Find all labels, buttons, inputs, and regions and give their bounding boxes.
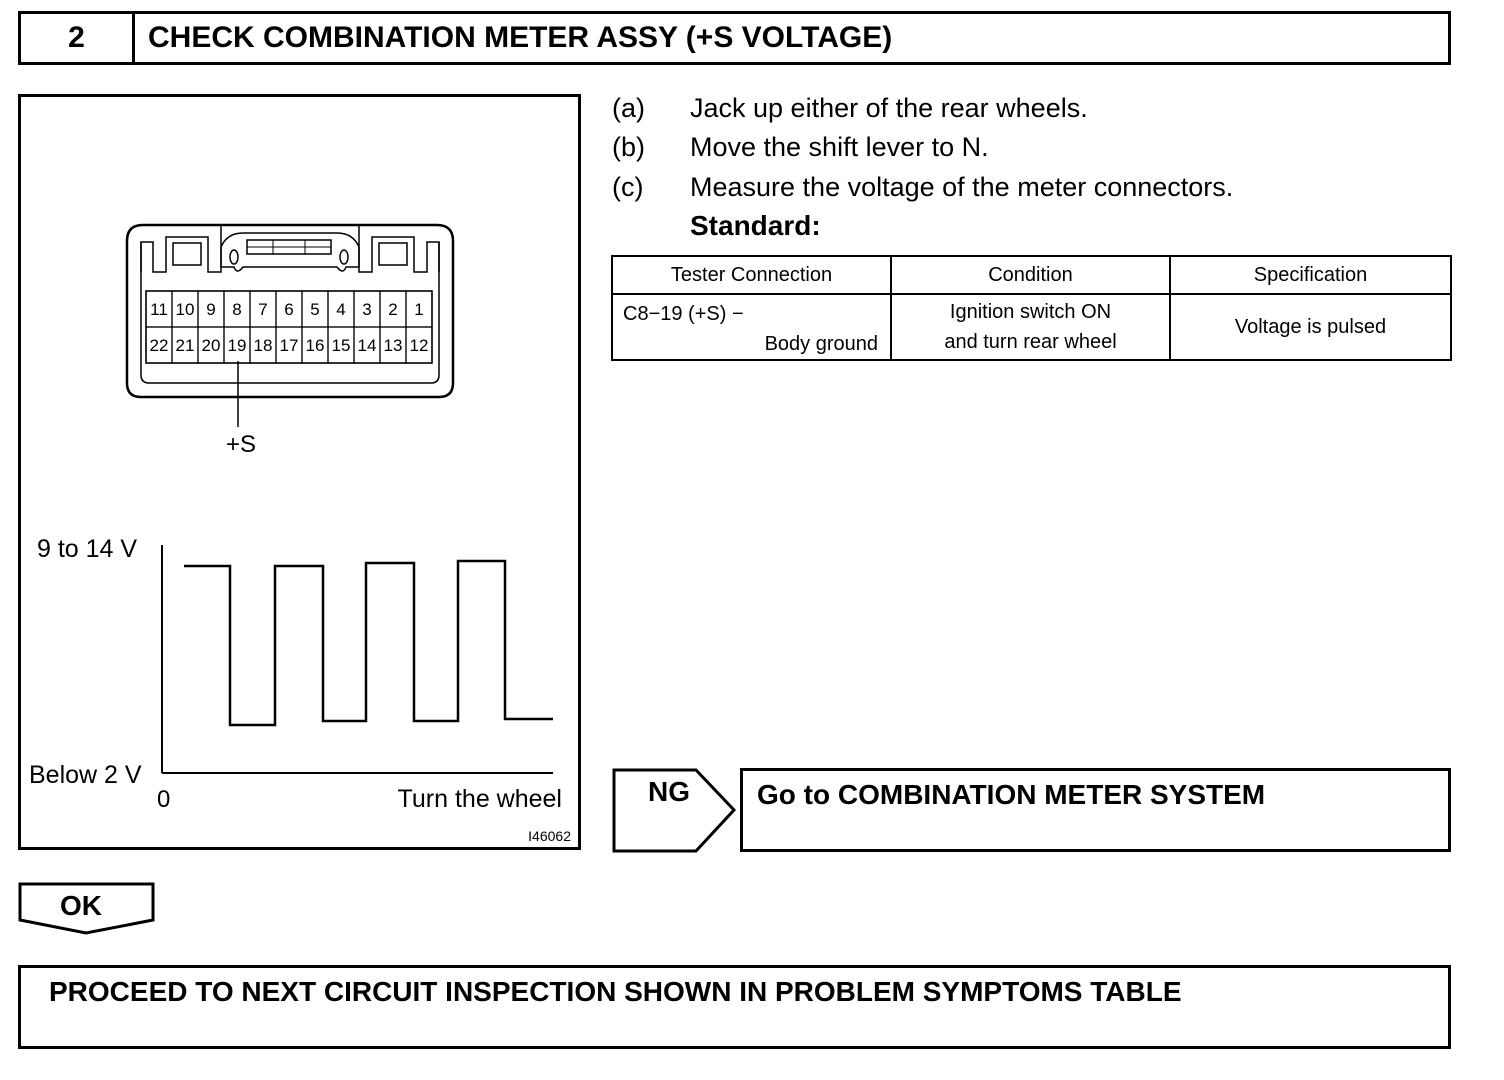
pin-number: 8 (232, 300, 241, 319)
step-number: 2 (21, 14, 135, 62)
left-latch-window (172, 242, 202, 266)
pin-number: 3 (362, 300, 371, 319)
pin-number: 12 (410, 336, 429, 355)
pin-number: 16 (306, 336, 325, 355)
table-header-row: Tester Connection Condition Specificatio… (611, 255, 1452, 295)
condition-line-1: Ignition switch ON (949, 301, 1112, 323)
center-latch (220, 232, 360, 272)
x-origin-label: 0 (157, 786, 170, 813)
pin-number: 6 (284, 300, 293, 319)
step-header: 2 CHECK COMBINATION METER ASSY (+S VOLTA… (18, 11, 1451, 65)
ng-result-box: Go to COMBINATION METER SYSTEM (740, 768, 1451, 852)
standard-label: Standard: (690, 210, 821, 241)
pulse-waveform (184, 559, 553, 727)
cell-tester-connection: C8−19 (+S) − Body ground (611, 293, 892, 361)
pin-number: 2 (388, 300, 397, 319)
connection-terminal: C8−19 (+S) − (623, 303, 744, 325)
instruction-text: Move the shift lever to N. (690, 132, 989, 162)
y-high-label: 9 to 14 V (37, 535, 137, 563)
pin-number: 14 (358, 336, 377, 355)
header-condition: Condition (890, 255, 1171, 295)
spec-table: Tester Connection Condition Specificatio… (611, 255, 1452, 361)
instruction-label: (c) (612, 172, 644, 202)
connector-outline (125, 223, 455, 399)
ng-arrow-tab (612, 768, 737, 853)
pin-number: 5 (310, 300, 319, 319)
proceed-text: PROCEED TO NEXT CIRCUIT INSPECTION SHOWN… (49, 976, 1182, 1007)
pin-number: 21 (176, 336, 195, 355)
pin-number: 10 (176, 300, 195, 319)
instruction-text: Measure the voltage of the meter connect… (690, 172, 1234, 202)
instruction-label: (a) (612, 93, 645, 123)
pin-number: 4 (336, 300, 345, 319)
step-title: CHECK COMBINATION METER ASSY (+S VOLTAGE… (148, 21, 893, 54)
condition-line-2: and turn rear wheel (944, 331, 1117, 353)
pin-number: 15 (332, 336, 351, 355)
right-latch-window (378, 242, 408, 266)
pin-number: 13 (384, 336, 403, 355)
header-tester-connection: Tester Connection (611, 255, 892, 295)
header-specification: Specification (1169, 255, 1452, 295)
pin-cell (405, 326, 433, 364)
pin-number: 9 (206, 300, 215, 319)
figure-id: I46062 (528, 828, 571, 844)
y-low-label: Below 2 V (29, 761, 142, 789)
x-axis-label: Turn the wheel (398, 785, 562, 813)
pin-number: 18 (254, 336, 273, 355)
pin-label: +S (226, 431, 256, 458)
right-lock-tab (358, 225, 440, 273)
ng-label: NG (648, 776, 690, 807)
left-lock-tab (140, 225, 222, 273)
connector-inner-outline (140, 242, 440, 384)
table-row: C8−19 (+S) − Body ground Ignition switch… (611, 293, 1452, 361)
connection-ground: Body ground (764, 333, 878, 355)
cell-specification: Voltage is pulsed (1169, 293, 1452, 361)
ng-result-text: Go to COMBINATION METER SYSTEM (757, 779, 1266, 810)
pin-number: 7 (258, 300, 267, 319)
pin-number: 1 (414, 300, 423, 319)
instruction-text: Jack up either of the rear wheels. (690, 93, 1088, 123)
cell-condition: Ignition switch ON and turn rear wheel (890, 293, 1171, 361)
pin-number: 11 (150, 300, 168, 319)
pin-number: 22 (150, 336, 169, 355)
ok-arrow-tab (18, 882, 155, 935)
pin-number: 17 (280, 336, 299, 355)
pin-number: 19 (228, 336, 247, 355)
instruction-label: (b) (612, 132, 645, 162)
ok-label: OK (60, 890, 102, 921)
proceed-box: PROCEED TO NEXT CIRCUIT INSPECTION SHOWN… (18, 965, 1451, 1049)
pin-number: 20 (202, 336, 221, 355)
